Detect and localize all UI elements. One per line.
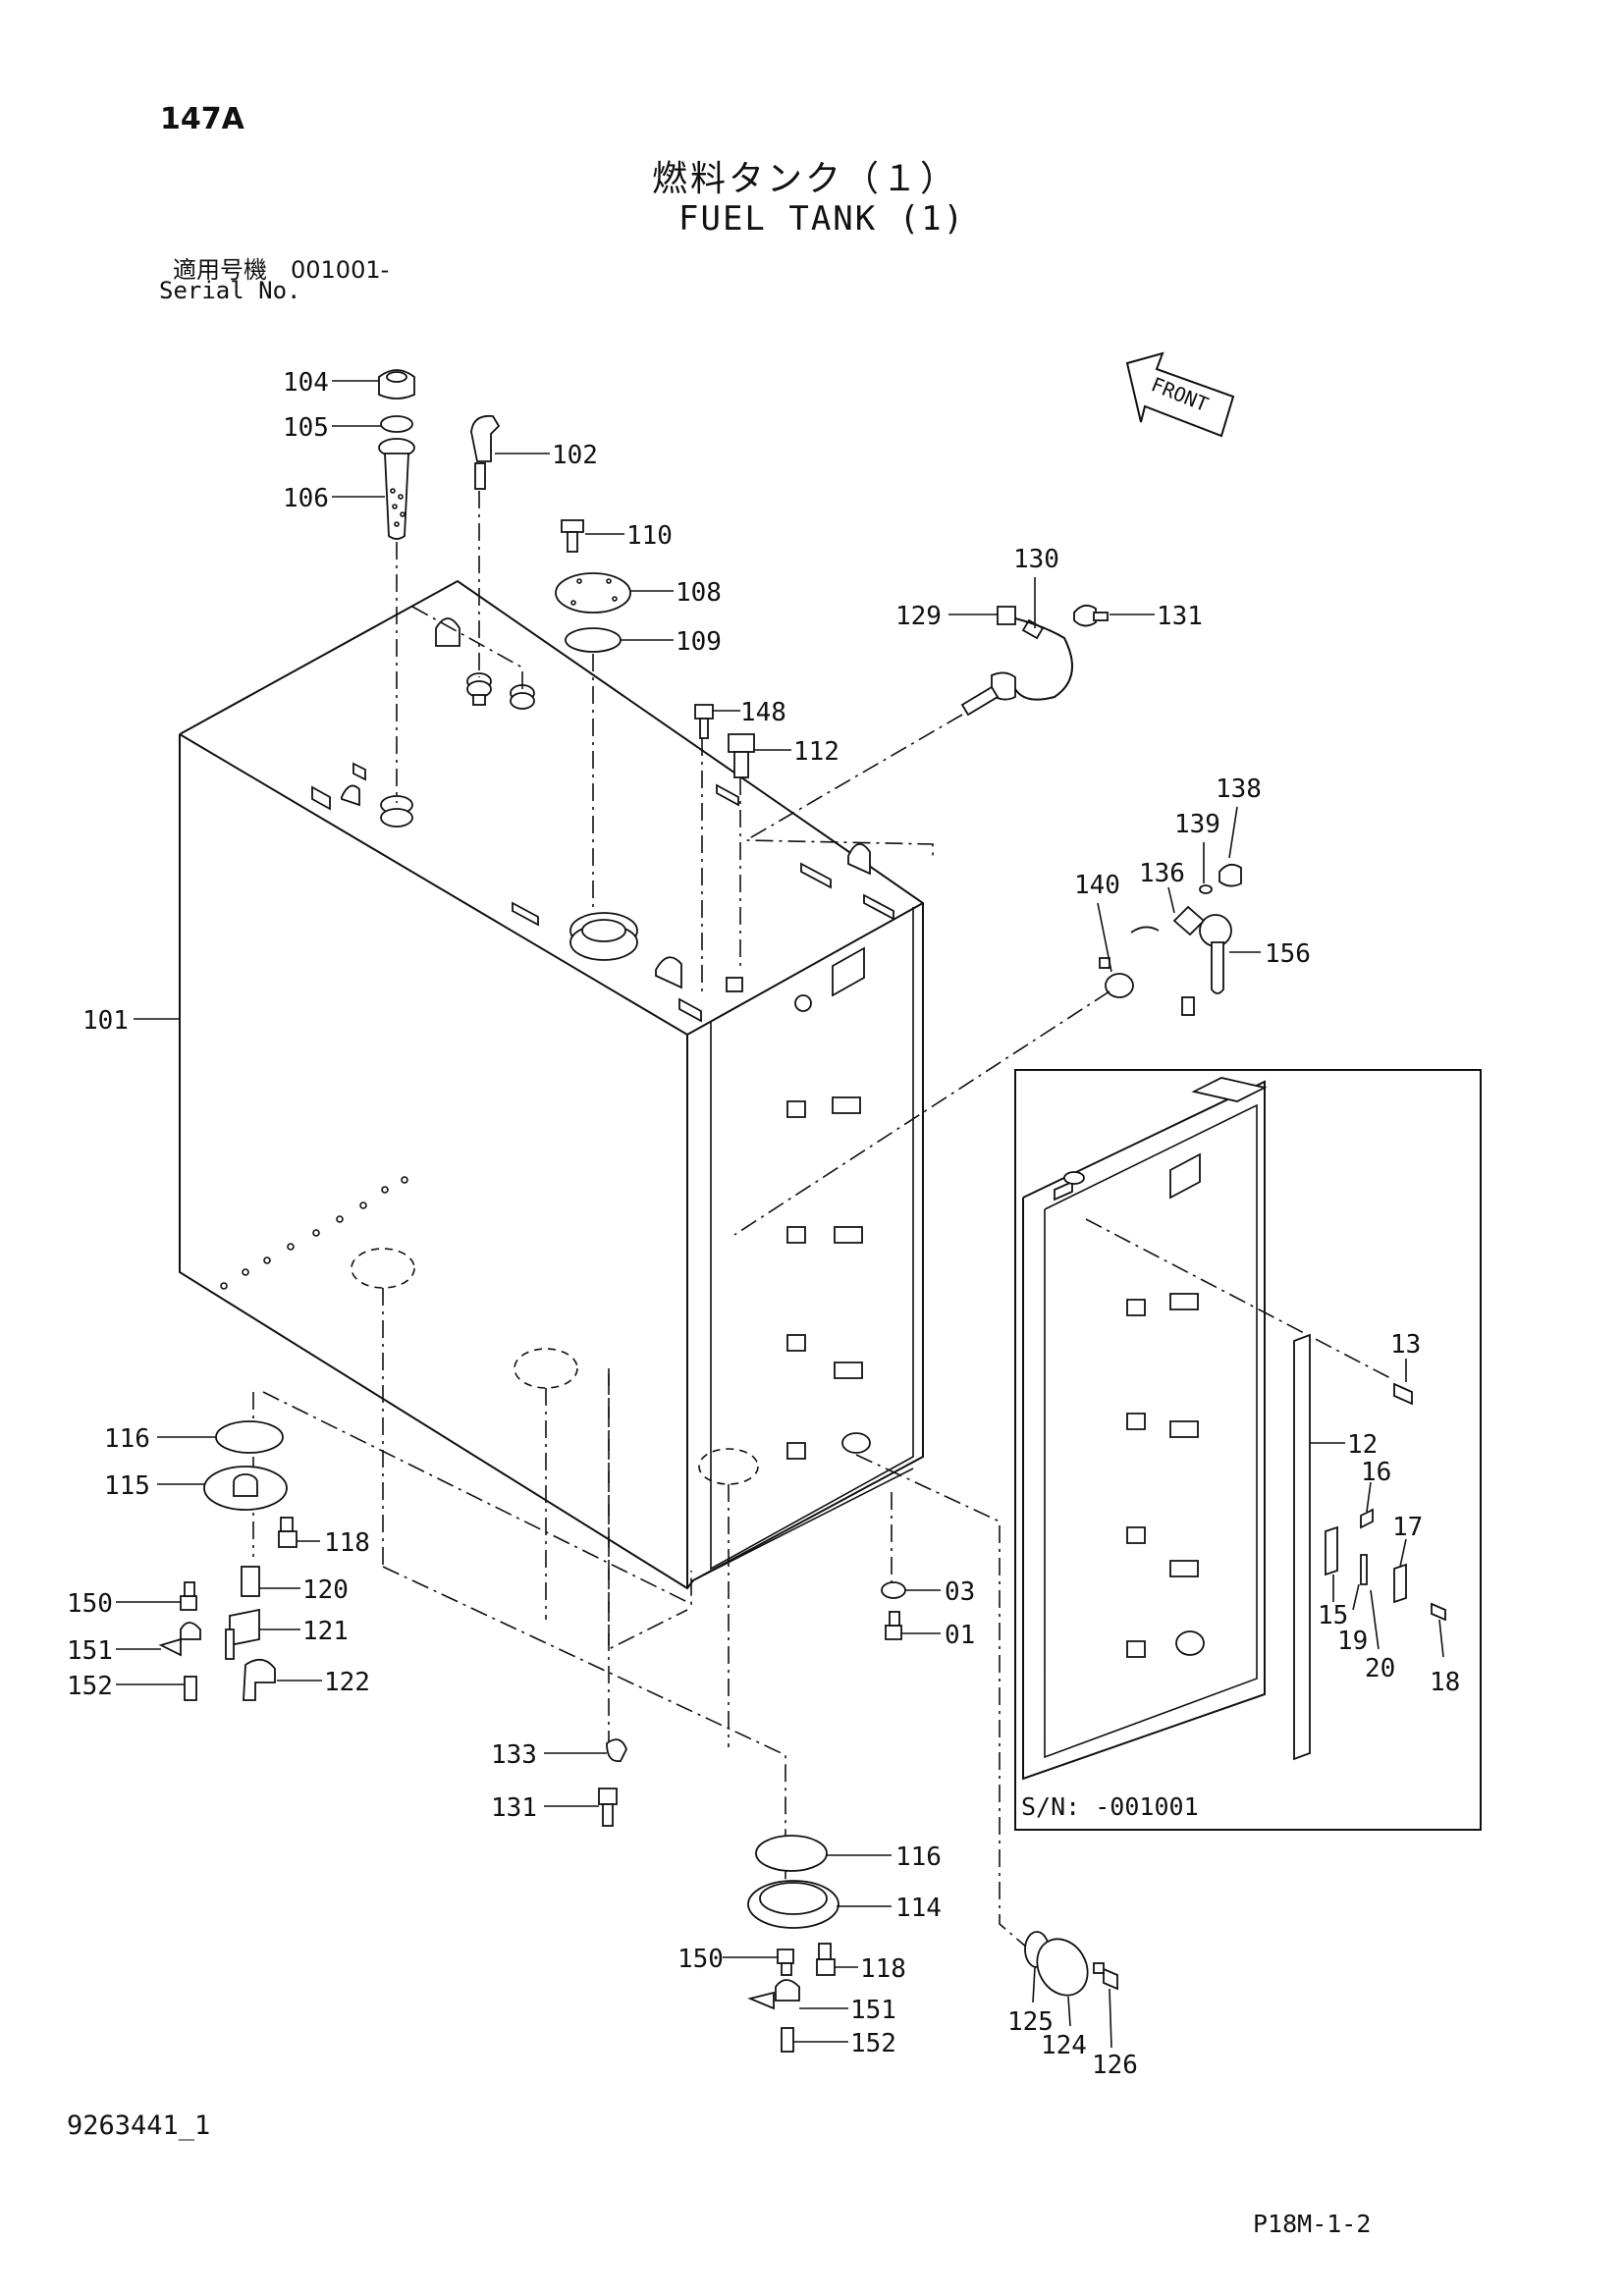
bolt-131-bottom xyxy=(598,1788,618,1827)
adapter-120 xyxy=(241,1566,260,1597)
callout-01: 01 xyxy=(945,1621,975,1650)
title-japanese: 燃料タンク（１） xyxy=(652,159,959,199)
plug-152-a xyxy=(184,1676,197,1701)
callout-15: 15 xyxy=(1318,1601,1348,1630)
callout-131-top: 131 xyxy=(1157,602,1203,631)
callout-17: 17 xyxy=(1392,1513,1423,1542)
callout-112: 112 xyxy=(793,737,839,767)
callout-16: 16 xyxy=(1361,1458,1391,1487)
callout-152-a: 152 xyxy=(67,1672,113,1701)
document-id: 9263441_1 xyxy=(67,2110,211,2141)
o-ring-109 xyxy=(565,627,622,653)
filler-cap-104 xyxy=(378,369,415,400)
cover-108 xyxy=(555,572,631,614)
washer-105 xyxy=(380,415,413,433)
callout-13: 13 xyxy=(1390,1330,1421,1360)
callout-131-bottom: 131 xyxy=(491,1793,537,1823)
bolt-01 xyxy=(885,1611,902,1640)
bolt-126 xyxy=(1093,1962,1118,1991)
callout-102: 102 xyxy=(552,441,598,470)
gasket-116-b xyxy=(755,1835,828,1872)
front-arrow-label: FRONT xyxy=(1148,372,1212,416)
serial-label-japanese: 適用号機 001001- xyxy=(173,256,390,284)
callout-108: 108 xyxy=(676,578,722,608)
callout-136: 136 xyxy=(1139,859,1185,888)
bolt-131-top xyxy=(1073,604,1109,627)
title-english: FUEL TANK (1) xyxy=(678,199,966,239)
callout-148: 148 xyxy=(740,698,786,727)
callout-151-b: 151 xyxy=(850,1996,896,2025)
callout-122: 122 xyxy=(324,1668,370,1697)
callout-20: 20 xyxy=(1365,1654,1395,1683)
fuel-sensor-130 xyxy=(960,606,1073,717)
callout-150-b: 150 xyxy=(677,1945,724,1974)
gasket-116-a xyxy=(215,1420,284,1454)
callout-118-a: 118 xyxy=(324,1528,370,1558)
bolt-118-a xyxy=(278,1517,298,1548)
air-breather-102 xyxy=(470,414,501,490)
callout-104: 104 xyxy=(283,368,329,398)
callout-115: 115 xyxy=(104,1471,150,1501)
rubber-mounts xyxy=(435,617,535,710)
bolt-110 xyxy=(561,519,584,553)
callout-114: 114 xyxy=(895,1894,942,1923)
callout-139: 139 xyxy=(1174,810,1220,839)
callout-18: 18 xyxy=(1430,1668,1460,1697)
page-reference: P18M-1-2 xyxy=(1253,2210,1372,2238)
elbow-122 xyxy=(243,1659,276,1701)
callout-126: 126 xyxy=(1092,2051,1138,2080)
bolt-150-a xyxy=(180,1581,197,1611)
page-code: 147A xyxy=(160,102,244,136)
washer-03 xyxy=(881,1581,906,1599)
callout-03: 03 xyxy=(945,1577,975,1607)
callout-150-a: 150 xyxy=(67,1589,113,1619)
callout-12: 12 xyxy=(1347,1430,1378,1460)
callout-116-b: 116 xyxy=(895,1842,942,1872)
callout-130: 130 xyxy=(1013,545,1059,574)
inset-panel xyxy=(1014,1069,1482,1831)
cover-115 xyxy=(203,1466,288,1511)
clip-133 xyxy=(606,1738,627,1763)
callout-labels: 104 105 106 102 110 108 109 130 129 131 … xyxy=(67,368,1460,2080)
serial-label-english: Serial No. xyxy=(159,277,301,304)
callout-152-b: 152 xyxy=(850,2029,896,2058)
callout-110: 110 xyxy=(626,521,673,551)
cover-124 xyxy=(1036,1938,1089,1997)
level-gauge-group xyxy=(1099,863,1242,1016)
plug-152-b xyxy=(781,2027,794,2053)
callout-125: 125 xyxy=(1007,2007,1054,2037)
callout-101: 101 xyxy=(82,1006,129,1036)
front-arrow: FRONT xyxy=(1125,351,1235,438)
callout-118-b: 118 xyxy=(860,1954,906,1984)
cover-114 xyxy=(747,1880,839,1929)
cock-151-b xyxy=(747,1979,800,2010)
callout-156: 156 xyxy=(1265,939,1311,969)
callout-129: 129 xyxy=(895,602,942,631)
callout-151-a: 151 xyxy=(67,1636,113,1666)
inset-serial-label: S/N: -001001 xyxy=(1021,1792,1199,1821)
callout-140: 140 xyxy=(1074,871,1120,900)
callout-106: 106 xyxy=(283,484,329,513)
bolt-118-b xyxy=(816,1943,836,1976)
callout-121: 121 xyxy=(302,1617,349,1646)
callout-105: 105 xyxy=(283,413,329,443)
callout-133: 133 xyxy=(491,1740,537,1770)
bolt-148 xyxy=(694,704,714,739)
callout-124: 124 xyxy=(1041,2031,1087,2060)
plug-112 xyxy=(728,733,755,778)
strainer-106 xyxy=(378,438,415,540)
fuel-tank-body xyxy=(179,579,924,1590)
callout-19: 19 xyxy=(1337,1627,1368,1656)
fitting-121 xyxy=(225,1608,260,1660)
callout-109: 109 xyxy=(676,627,722,657)
cock-151-a xyxy=(158,1622,201,1657)
assembly-lines xyxy=(252,491,1110,1949)
callout-116-a: 116 xyxy=(104,1424,150,1454)
bolt-150-b xyxy=(777,1949,794,1976)
callout-138: 138 xyxy=(1216,774,1262,804)
callout-120: 120 xyxy=(302,1575,349,1605)
